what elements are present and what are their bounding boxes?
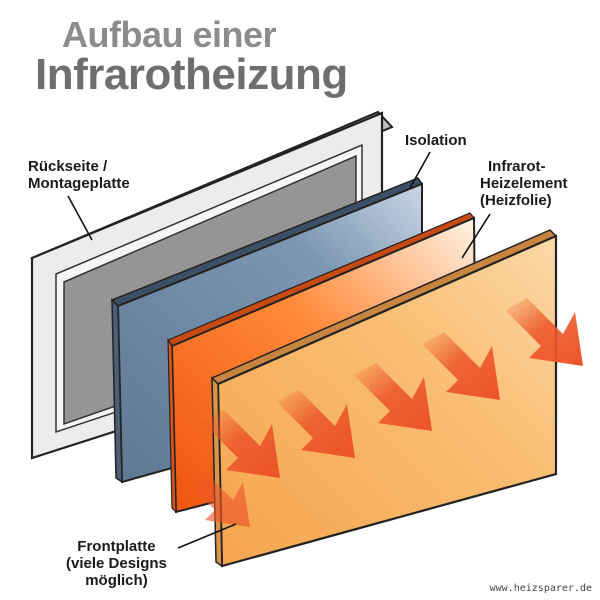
heat-arrow-icon — [277, 390, 355, 458]
label-insulation: Isolation — [405, 132, 467, 149]
heat-arrow-icon — [505, 298, 583, 366]
heat-arrow-icon — [354, 363, 432, 431]
leader-back — [67, 195, 93, 241]
heat-arrow-icon — [422, 332, 500, 400]
title-line-2: Infrarotheizung — [35, 50, 348, 99]
label-back-line-2: Montageplatte — [28, 175, 130, 192]
leader-heater — [461, 213, 491, 259]
leader-lines — [67, 151, 491, 549]
heat-arrow-icon — [202, 410, 280, 478]
label-front-plate: Frontplatte (viele Designs möglich) — [66, 538, 167, 589]
label-heating-element: Infrarot- Heizelement (Heizfolie) — [480, 158, 568, 209]
label-front-line-1: Frontplatte — [77, 538, 156, 555]
heat-arrow-icon — [185, 470, 250, 527]
label-insulation-line-1: Isolation — [405, 132, 467, 149]
label-heater-line-1: Infrarot- — [488, 158, 546, 175]
label-back-line-1: Rückseite / — [28, 158, 108, 175]
label-front-line-3: möglich) — [85, 572, 148, 589]
title-line-1: Aufbau einer — [62, 14, 277, 55]
label-back-plate: Rückseite / Montageplatte — [28, 158, 130, 192]
leader-insulation — [409, 151, 431, 189]
watermark-url: www.heizsparer.de — [489, 583, 592, 594]
heat-arrows — [185, 298, 583, 527]
label-heater-line-2: Heizelement — [480, 175, 568, 192]
leader-front — [177, 523, 237, 549]
label-front-line-2: (viele Designs — [66, 555, 167, 572]
label-heater-line-3: (Heizfolie) — [480, 192, 552, 209]
